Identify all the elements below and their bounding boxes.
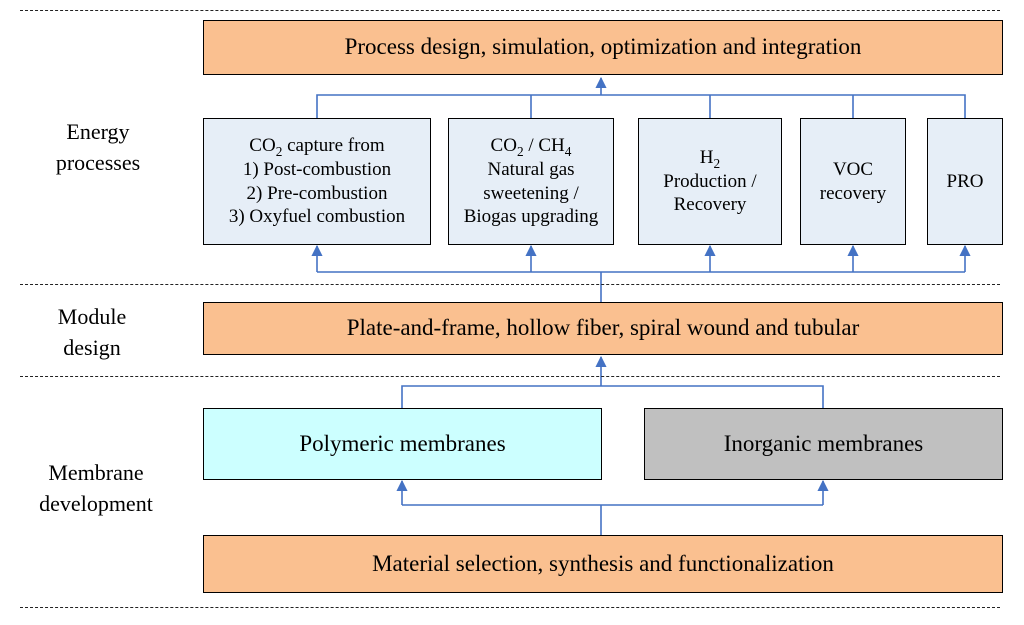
label-energy-processes: Energy processes [55,119,141,175]
label-membrane-development: Membrane development [39,460,153,516]
bus-processes-top [316,94,966,118]
co2-capture-box: CO2 capture from 1) Post-combustion 2) P… [203,118,431,245]
material-selection-box: Material selection, synthesis and functi… [203,535,1003,593]
bus-membranes-top [401,385,824,408]
voc-recovery-box: VOC recovery [800,118,906,245]
process-design-box: Process design, simulation, optimization… [203,20,1003,75]
label-module-design: Module design [57,304,127,360]
pro-box: PRO [927,118,1003,245]
divider-top [20,10,1000,11]
divider-module-membrane [20,376,1000,377]
polymeric-membranes-box: Polymeric membranes [203,408,602,480]
inorganic-membranes-box: Inorganic membranes [644,408,1003,480]
co2-ch4-box: CO2 / CH4 Natural gas sweetening / Bioga… [448,118,614,245]
divider-bottom [20,607,1000,608]
divider-energy-module [20,284,1000,285]
module-design-box: Plate-and-frame, hollow fiber, spiral wo… [203,302,1003,355]
h2-production-box: H2 Production / Recovery [638,118,782,245]
